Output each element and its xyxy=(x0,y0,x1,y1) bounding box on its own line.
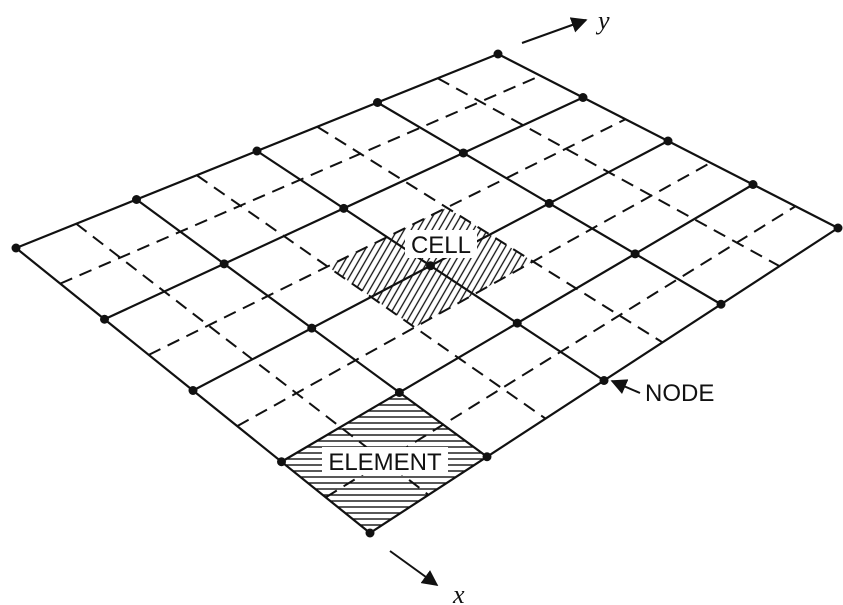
grid-node xyxy=(544,198,554,208)
x-axis-label: x xyxy=(452,580,465,605)
cell-boundary-line xyxy=(236,161,711,427)
node-label: NODE xyxy=(645,380,714,407)
element-label: ELEMENT xyxy=(328,449,442,476)
grid-nodes xyxy=(11,49,843,538)
grid-node xyxy=(748,180,758,189)
cell-label: CELL xyxy=(411,232,471,259)
grid-node xyxy=(252,146,262,156)
grid-node xyxy=(277,457,286,467)
grid-node xyxy=(132,195,141,204)
y-axis-label: y xyxy=(595,6,610,35)
cell-boundary-line xyxy=(316,125,664,344)
grid-node xyxy=(11,243,21,253)
grid-node xyxy=(365,528,375,538)
grid-node xyxy=(458,148,468,158)
grid-node xyxy=(188,386,198,395)
grid-node xyxy=(100,314,109,324)
grid-node xyxy=(512,318,522,328)
grid-node xyxy=(394,387,404,397)
grid-node xyxy=(716,299,726,309)
grid-node xyxy=(307,323,317,333)
grid-node xyxy=(493,49,503,59)
x-axis-arrow xyxy=(389,550,439,586)
y-axis-arrow xyxy=(521,17,588,44)
grid-node xyxy=(599,376,609,385)
cell-label-bg xyxy=(405,230,477,258)
grid-node xyxy=(630,249,640,259)
grid-node xyxy=(663,136,673,146)
node-pointer-arrow xyxy=(610,379,641,395)
cell-boundary-line xyxy=(148,118,626,356)
grid-node xyxy=(482,452,492,462)
grid-node xyxy=(339,203,349,213)
grid-node xyxy=(373,98,382,107)
element-label-bg xyxy=(322,447,448,475)
grid-node xyxy=(426,261,435,271)
grid-node xyxy=(578,93,588,102)
grid-node xyxy=(219,259,229,269)
grid-node xyxy=(833,223,843,233)
